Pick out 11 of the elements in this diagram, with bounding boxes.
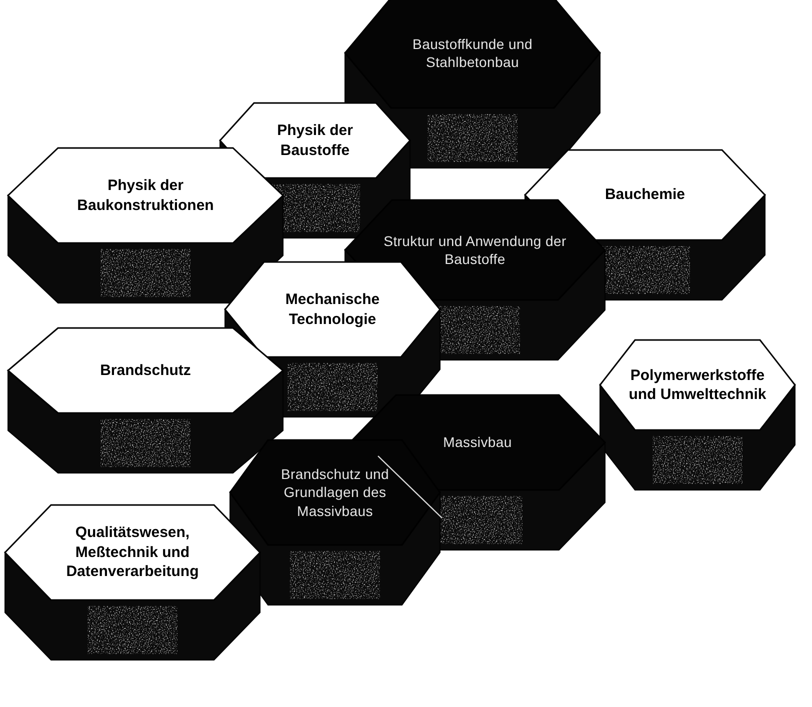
hex-label: Bauchemie <box>604 185 686 205</box>
hex-label: Brandschutz <box>100 360 191 380</box>
hex-label: Physik der Baustoffe <box>276 121 354 160</box>
hex-label: Mechanische Technologie <box>284 290 381 329</box>
hex-label: Massivbau <box>443 433 512 452</box>
hex-label: Physik der Baukonstruktionen <box>76 176 215 215</box>
hex-label: Brandschutz und Grundlagen des Massivbaus <box>280 465 390 520</box>
hex-label: Struktur und Anwendung der Baustoffe <box>382 232 568 268</box>
hex-label: Polymerwerkstoffe und Umwelttechnik <box>628 366 768 404</box>
hex-label: Baustoffkunde und Stahlbetonbau <box>412 34 534 72</box>
hex-label: Qualitätswesen, Meßtechnik und Datenverarbeitung <box>65 523 200 582</box>
